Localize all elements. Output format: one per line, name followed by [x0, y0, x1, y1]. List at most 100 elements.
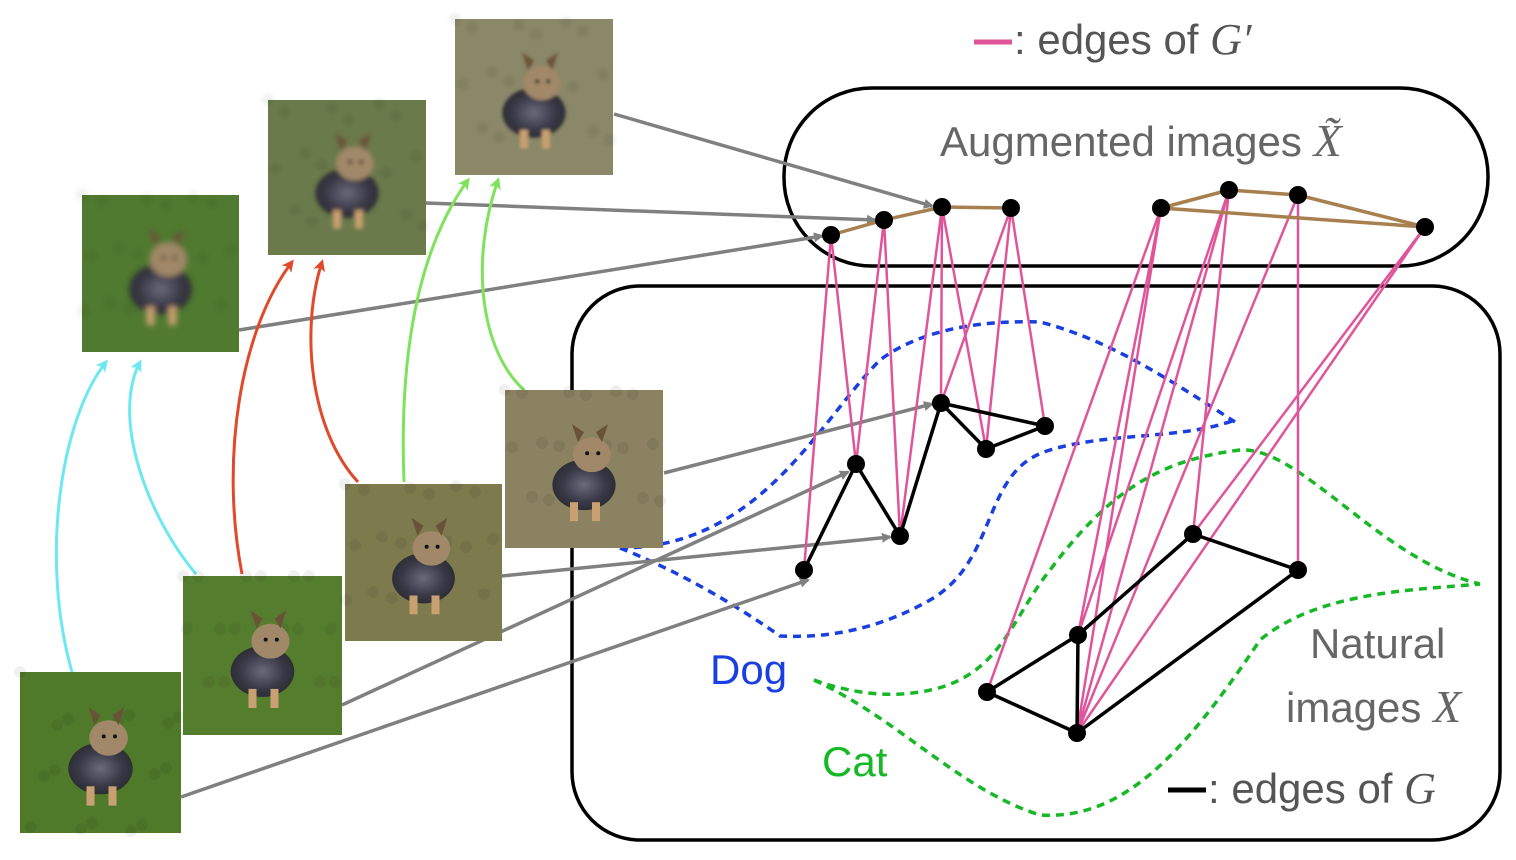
svg-text:: edges of G′: : edges of G′	[1014, 15, 1253, 64]
dog-class-label: Dog	[710, 646, 787, 693]
cat-class-label: Cat	[822, 738, 888, 785]
pink-edge	[1192, 226, 1426, 535]
cat-class-boundary	[813, 448, 1481, 697]
svg-text:images X: images X	[1286, 681, 1463, 732]
photo-stack	[14, 13, 666, 837]
graph-node	[1220, 181, 1238, 199]
graph-nodes	[795, 181, 1434, 742]
arrow-img0-to-nat	[180, 577, 810, 799]
augmented-edge	[1160, 206, 1426, 229]
image-to-node-arrows	[180, 112, 934, 799]
legend-pink-symbol: G′	[1210, 15, 1253, 64]
graph-node	[1036, 417, 1054, 435]
photo-augmented-1	[76, 189, 239, 352]
pink-edge	[882, 219, 902, 537]
pink-edge	[1075, 207, 1163, 734]
green-curve-b	[480, 177, 526, 392]
red-curve-b	[309, 259, 360, 484]
svg-text:: edges of G: : edges of G	[1208, 764, 1436, 813]
arrow-img2-to-nat	[501, 532, 892, 578]
legend-black-text: : edges of	[1208, 765, 1404, 812]
pink-edge	[802, 234, 833, 571]
red-curve-a	[231, 259, 294, 575]
photo-original-1	[14, 666, 185, 837]
augmented-edge	[830, 218, 885, 237]
graph-node	[1289, 561, 1307, 579]
graph-node	[1069, 626, 1087, 644]
graph-node	[932, 394, 950, 412]
legend-black-symbol: G	[1404, 764, 1436, 813]
graph-node	[933, 198, 951, 216]
augmented-images-symbol: X̃	[1312, 115, 1344, 166]
arrow-img4-to-aug	[238, 232, 824, 332]
pink-edge	[940, 206, 988, 450]
augmented-edge	[1297, 193, 1426, 229]
pink-edge	[984, 207, 1013, 450]
graph-edge	[802, 463, 858, 571]
graph-edge	[1075, 634, 1080, 734]
augmentation-curves	[54, 177, 526, 673]
graph-node	[1068, 724, 1086, 742]
legend-pink-text: : edges of	[1014, 16, 1210, 63]
arrow-img1-to-nat	[341, 470, 850, 707]
graph-edge	[1075, 568, 1300, 735]
photo-augmented-3	[449, 13, 616, 175]
graph-node	[847, 455, 865, 473]
graph-edge	[939, 401, 988, 451]
augmented-images-label: Augmented images	[940, 118, 1314, 165]
pink-edge	[898, 206, 944, 537]
graph-node	[875, 211, 893, 229]
pink-edge	[1075, 194, 1300, 734]
pink-edge	[939, 207, 1013, 404]
graph-node	[1184, 525, 1202, 543]
graph-node	[1416, 218, 1434, 236]
graph-edge	[985, 424, 1046, 451]
photo-original-3	[339, 478, 502, 641]
graph-node	[1002, 199, 1020, 217]
graph-node	[977, 440, 995, 458]
pink-edge	[985, 207, 1163, 693]
graph-edge	[940, 401, 1046, 428]
graph-edge	[1076, 532, 1195, 637]
graph-node	[1289, 186, 1307, 204]
photo-original-4	[499, 384, 666, 548]
graph-edge	[1192, 532, 1299, 572]
green-curve-a	[401, 177, 470, 483]
pink-edges-G-prime	[802, 189, 1427, 734]
photo-augmented-2	[262, 94, 429, 255]
pink-edge	[1075, 226, 1427, 734]
graph-edge	[986, 633, 1079, 694]
pink-edge	[1076, 189, 1231, 636]
svg-text:Augmented images X̃: Augmented images X̃	[940, 115, 1344, 166]
legend-black: : edges of G	[1168, 764, 1436, 813]
natural-images-label-line2: images	[1286, 684, 1433, 731]
pink-edge	[1075, 189, 1231, 734]
graph-node	[822, 226, 840, 244]
black-edges-G	[802, 401, 1300, 735]
graph-node	[1152, 199, 1170, 217]
graph-edge	[854, 463, 902, 537]
pink-edge	[1009, 207, 1047, 427]
natural-images-label-line1: Natural	[1310, 620, 1445, 667]
arrow-img3-to-nat	[663, 401, 934, 475]
augmented-edges	[830, 188, 1426, 237]
cyan-curve-b	[128, 359, 198, 575]
cyan-curve-a	[54, 359, 108, 673]
augmented-edge	[1228, 188, 1299, 197]
photo-original-2	[177, 570, 342, 735]
graph-edge	[986, 690, 1078, 735]
pink-edge	[1076, 207, 1163, 636]
graph-edge	[898, 402, 943, 537]
natural-images-region	[570, 284, 1502, 842]
augmented-edge	[941, 205, 1012, 210]
graph-node	[978, 683, 996, 701]
pink-edge	[1191, 189, 1231, 535]
pink-edge	[854, 219, 886, 465]
graph-node	[891, 527, 909, 545]
augmented-edge	[883, 205, 943, 222]
augmented-edge	[1160, 188, 1230, 210]
arrow-img5-to-aug	[425, 201, 877, 225]
augmented-images-region	[782, 86, 1490, 268]
